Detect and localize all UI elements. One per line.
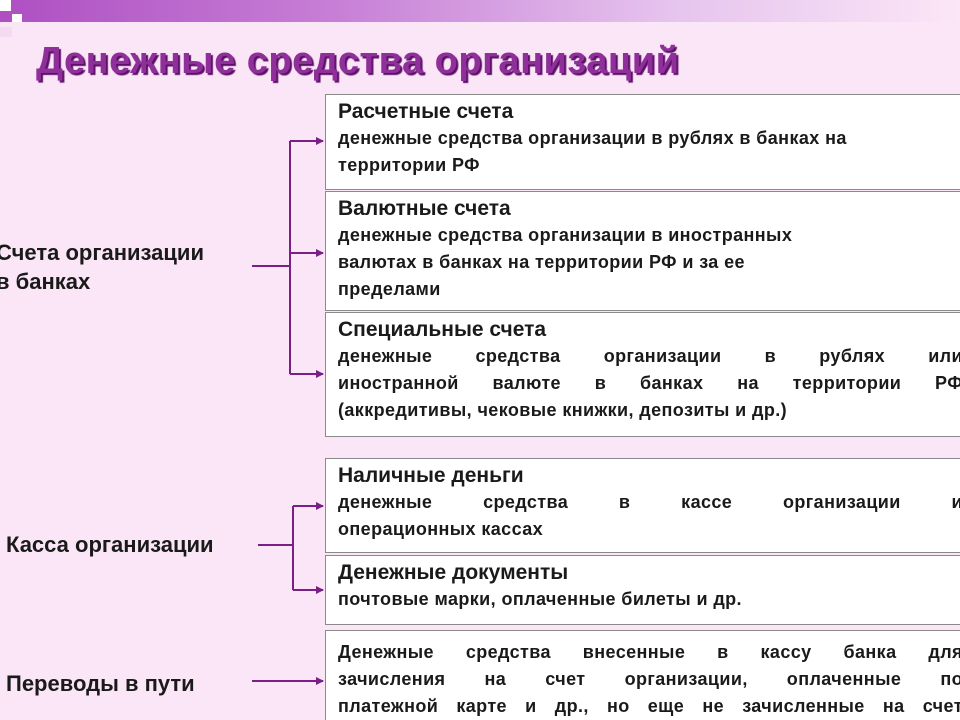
word: Денежные — [338, 642, 434, 662]
box-settlement-accounts: Расчетные счета денежные средства органи… — [325, 94, 960, 190]
box-text-line: пределами — [338, 279, 441, 299]
word: рублях — [819, 346, 886, 366]
word: на — [484, 669, 507, 689]
box-special-accounts: Специальные счета денежные средства органи… — [325, 312, 960, 437]
word: по — [940, 669, 960, 689]
word: денежные — [338, 346, 433, 366]
word: зачисления — [338, 669, 446, 689]
word: в — [594, 373, 607, 393]
box-text-line: валютах в банках на территории РФ и за е… — [338, 252, 745, 272]
top-decorative-band — [0, 0, 960, 22]
word: для — [928, 642, 960, 662]
word: организации — [782, 492, 901, 512]
word: денежные — [338, 492, 433, 512]
box-text-justified-line: Денежные средства внесенные в кассу банка для — [338, 639, 960, 666]
word: счет — [922, 696, 960, 716]
word: карте — [456, 696, 507, 716]
slide-title: Денежные средства организаций — [36, 40, 680, 82]
box-text-line: денежные средства организации в рублях в… — [338, 128, 847, 148]
label-transfers-in-transit: Переводы в пути — [6, 671, 195, 696]
word: средства — [483, 492, 569, 512]
word: на — [737, 373, 759, 393]
label-cash-desk: Касса организации — [6, 532, 214, 557]
label-bank-line2: в банках — [0, 269, 91, 294]
box-text-justified-line: иностранной валюте в банках на территории РФ — [338, 370, 960, 397]
box-title: Денежные документы — [338, 561, 569, 584]
corner-square-decoration — [0, 0, 11, 11]
word: на — [882, 696, 905, 716]
word: организации, — [624, 669, 748, 689]
word: и — [525, 696, 537, 716]
word: в — [764, 346, 777, 366]
word: банках — [639, 373, 704, 393]
word: или — [928, 346, 960, 366]
word: в — [618, 492, 631, 512]
box-text-line: денежные средства организации в иностран… — [338, 225, 793, 245]
word: в — [717, 642, 729, 662]
corner-square-decoration — [0, 27, 12, 37]
box-title: Валютные счета — [338, 197, 511, 220]
box-title: Наличные деньги — [338, 464, 524, 487]
word: средства — [465, 642, 551, 662]
word: не — [702, 696, 725, 716]
word: банка — [843, 642, 897, 662]
word: др., — [554, 696, 589, 716]
word: счет — [545, 669, 586, 689]
label-bank-accounts: Счета организации в банках — [0, 238, 204, 296]
word: кассе — [681, 492, 733, 512]
word: территории — [792, 373, 902, 393]
box-text-justified-line: денежные средства в кассе организации и — [338, 489, 960, 516]
box-text-justified-line: зачисления на счет организации, оплаченные по — [338, 666, 960, 693]
label-bank-line1: Счета организации — [0, 240, 204, 265]
word: и — [952, 489, 960, 516]
word: зачисленные — [742, 696, 865, 716]
box-text-line: почтовые марки, оплаченные билеты и др. — [338, 589, 742, 609]
word: оплаченные — [786, 669, 902, 689]
word: организации — [603, 346, 722, 366]
box-text-line: (аккредитивы, чековые книжки, депозиты и… — [338, 400, 788, 420]
box-text-line: территории РФ — [338, 155, 480, 175]
box-text-line: операционных кассах — [338, 519, 544, 539]
word: средства — [475, 346, 561, 366]
box-money-documents: Денежные документы почтовые марки, оплач… — [325, 555, 960, 625]
word: РФ — [935, 373, 960, 393]
box-text-justified-line: денежные средства организации в рублях или — [338, 343, 960, 370]
word: платежной — [338, 696, 439, 716]
word: кассу — [760, 642, 812, 662]
box-cash-money: Наличные деньги денежные средства в кассе ор… — [325, 458, 960, 553]
box-currency-accounts: Валютные счета денежные средства организ… — [325, 191, 960, 311]
box-title: Специальные счета — [338, 318, 547, 341]
box-title: Расчетные счета — [338, 100, 514, 123]
word: еще — [647, 696, 685, 716]
word: иностранной — [338, 373, 459, 393]
word: но — [606, 696, 630, 716]
corner-square-decoration — [12, 14, 22, 22]
word: валюте — [492, 373, 561, 393]
word: внесенные — [582, 642, 686, 662]
